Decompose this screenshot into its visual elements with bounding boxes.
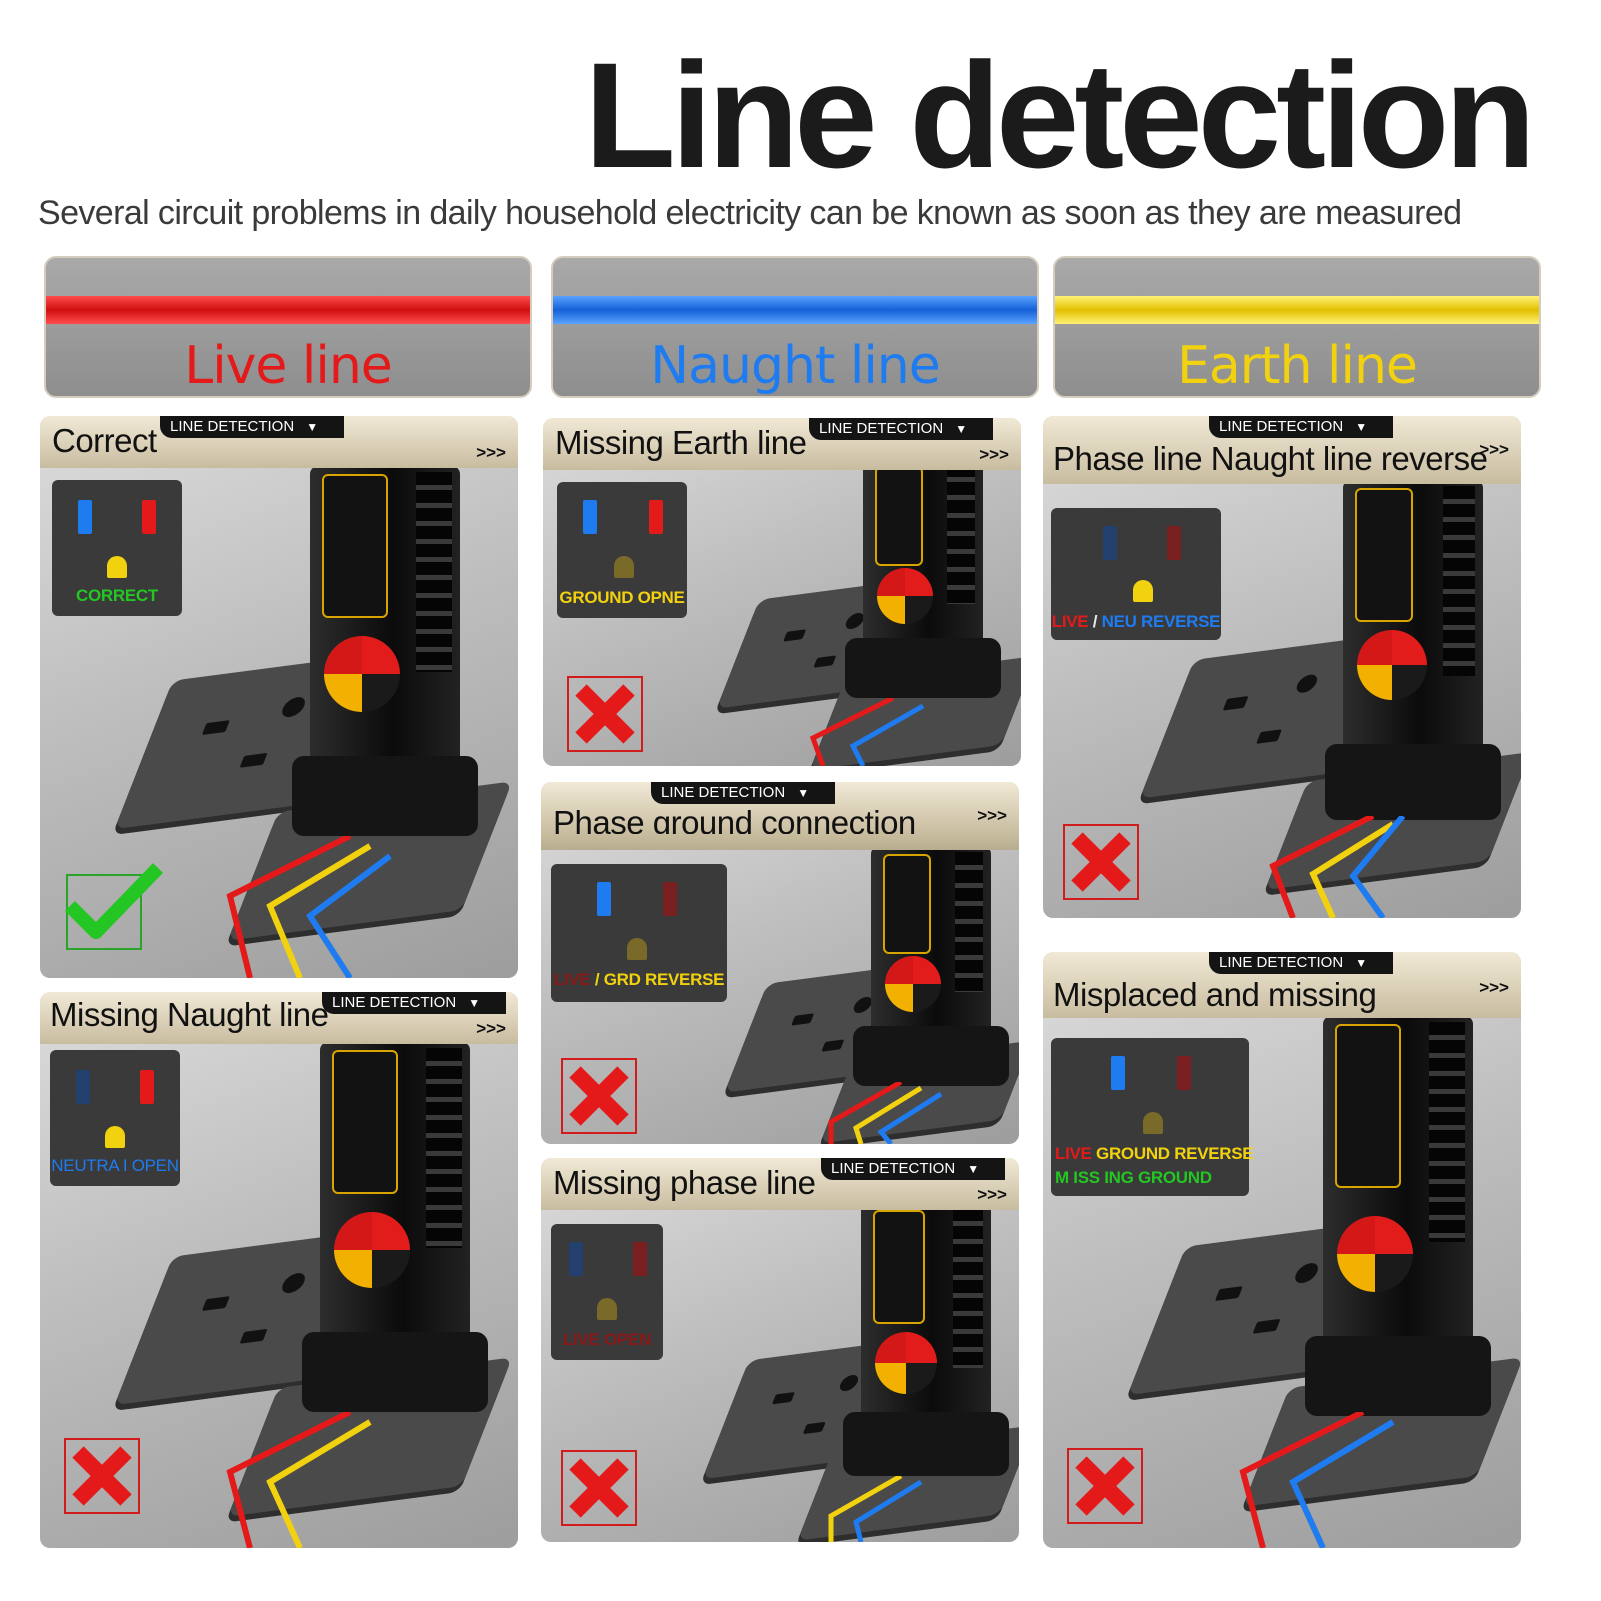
socket-detector-device: [292, 466, 478, 836]
legend-live-line: Live line: [44, 256, 532, 398]
panel-header: Missing phase line LINE DETECTION▼ >>>: [541, 1158, 1019, 1210]
device-buttons-icon: [877, 568, 933, 624]
line-detection-tab: LINE DETECTION▼: [809, 418, 994, 440]
wires-icon: [226, 1412, 372, 1548]
panel-missing-phase-line: Missing phase line LINE DETECTION▼ >>> L…: [541, 1158, 1019, 1542]
cross-icon: [64, 1438, 140, 1514]
status-display: CORRECT: [52, 480, 182, 616]
device-buttons-icon: [334, 1212, 410, 1288]
cross-icon: [561, 1450, 637, 1526]
panel-header: Missing Naught line LINE DETECTION▼ >>>: [40, 992, 518, 1044]
legend-label: Naught line: [650, 336, 940, 396]
page-subtitle: Several circuit problems in daily househ…: [38, 194, 1462, 232]
device-buttons-icon: [1337, 1216, 1413, 1292]
status-text: LIVE OPEN: [563, 1330, 651, 1349]
legend-label: Earth line: [1177, 336, 1418, 396]
device-buttons-icon: [885, 956, 941, 1012]
cross-icon: [561, 1058, 637, 1134]
status-display: NEUTRA I OPEN: [50, 1050, 180, 1186]
line-detection-tab: LINE DETECTION▼: [160, 416, 345, 438]
panel-header: Phase line Naught line reverse LINE DETE…: [1043, 416, 1521, 484]
status-display: GROUND OPNE: [557, 482, 687, 618]
status-text: NEUTRA I OPEN: [51, 1156, 179, 1175]
page-title: Line detection: [584, 31, 1536, 199]
more-arrows-icon: >>>: [476, 1019, 506, 1038]
status-display: LIVE / NEU REVERSE: [1051, 508, 1221, 640]
panel-phase-naught-reverse: Phase line Naught line reverse LINE DETE…: [1043, 416, 1521, 918]
legend-label: Live line: [184, 336, 393, 396]
panel-header: Correct LINE DETECTION▼ >>>: [40, 416, 518, 468]
panel-phase-ground-connection: Phase ground connection LINE DETECTION▼ …: [541, 782, 1019, 1144]
panel-header: Phase ground connection LINE DETECTION▼ …: [541, 782, 1019, 841]
panel-missing-earth-line: Missing Earth line LINE DETECTION▼ >>> G…: [543, 418, 1021, 766]
cross-icon: [1067, 1448, 1143, 1524]
wires-icon: [809, 698, 925, 766]
check-icon: [65, 863, 164, 950]
socket-detector-device: [853, 846, 1009, 1086]
legend-earth-line: Earth line: [1053, 256, 1541, 398]
wires-icon: [828, 1082, 943, 1144]
panel-title: Misplaced and missing: [1053, 976, 1377, 1013]
status-text-line2: M ISS ING GROUND: [1055, 1168, 1212, 1187]
neutral-wire: [553, 296, 1037, 324]
line-detection-tab: LINE DETECTION▼: [1209, 952, 1394, 974]
wires-icon: [828, 1476, 923, 1542]
panel-header: Misplaced and missing LINE DETECTION▼ >>…: [1043, 952, 1521, 1018]
status-display: LIVE / GRD REVERSE: [551, 864, 727, 1002]
status-text: GROUND OPNE: [559, 588, 685, 607]
status-text: LIVE GROUND REVERSE: [1055, 1144, 1254, 1163]
wires-icon: [1269, 816, 1406, 918]
more-arrows-icon: >>>: [977, 806, 1007, 825]
more-arrows-icon: >>>: [1479, 440, 1509, 459]
wires-icon: [1239, 1412, 1395, 1548]
legend-naught-line: Naught line: [551, 256, 1039, 398]
socket-detector-device: [1325, 480, 1501, 820]
live-wire: [46, 296, 530, 324]
earth-wire: [1055, 296, 1539, 324]
panel-title: Missing Earth line: [555, 424, 807, 461]
more-arrows-icon: >>>: [476, 443, 506, 462]
panel-misplaced-and-missing: Misplaced and missing LINE DETECTION▼ >>…: [1043, 952, 1521, 1548]
cross-icon: [567, 676, 643, 752]
status-display: LIVE GROUND REVERSE M ISS ING GROUND: [1051, 1038, 1254, 1196]
socket-detector-device: [302, 1042, 488, 1412]
socket-detector-device: [845, 458, 1001, 698]
status-display: LIVE OPEN: [551, 1224, 663, 1360]
device-buttons-icon: [1357, 630, 1427, 700]
more-arrows-icon: >>>: [977, 1185, 1007, 1204]
cross-icon: [1063, 824, 1139, 900]
status-text: LIVE / GRD REVERSE: [553, 970, 725, 989]
panel-title: Missing phase line: [553, 1164, 816, 1201]
device-buttons-icon: [324, 636, 400, 712]
panel-missing-naught-line: Missing Naught line LINE DETECTION▼ >>> …: [40, 992, 518, 1548]
more-arrows-icon: >>>: [1479, 978, 1509, 997]
line-detection-tab: LINE DETECTION▼: [821, 1158, 1006, 1180]
line-detection-tab: LINE DETECTION▼: [651, 782, 836, 804]
status-text: LIVE / NEU REVERSE: [1051, 612, 1221, 631]
socket-detector-device: [1305, 1016, 1491, 1416]
panel-title: Missing Naught line: [50, 996, 329, 1033]
socket-detector-device: [843, 1202, 1009, 1476]
device-buttons-icon: [875, 1332, 937, 1394]
status-text: CORRECT: [76, 586, 158, 605]
panel-correct: Correct LINE DETECTION▼ >>> CORRECT: [40, 416, 518, 978]
panel-title: Phase line Naught line reverse: [1053, 440, 1488, 477]
line-detection-tab: LINE DETECTION▼: [322, 992, 507, 1014]
panel-header: Missing Earth line LINE DETECTION▼ >>>: [543, 418, 1021, 470]
wires-icon: [226, 836, 392, 978]
line-detection-tab: LINE DETECTION▼: [1209, 416, 1394, 438]
more-arrows-icon: >>>: [979, 445, 1009, 464]
panel-title: Correct: [52, 422, 157, 459]
